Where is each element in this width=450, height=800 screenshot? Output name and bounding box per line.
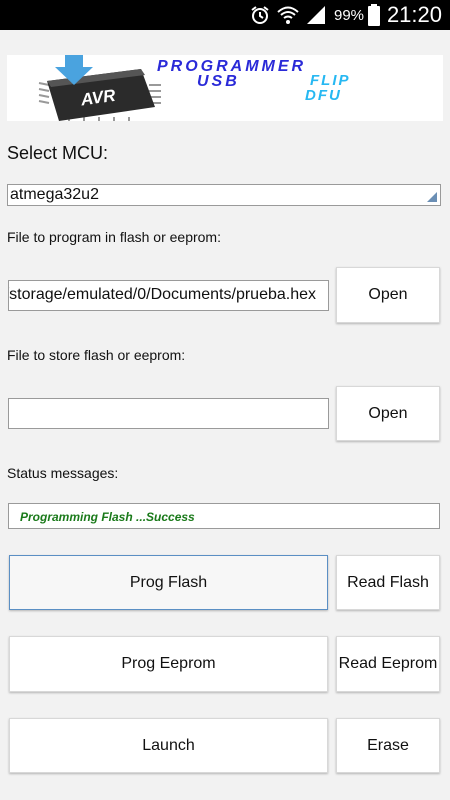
alarm-clock-icon — [250, 5, 270, 30]
app-banner: AVR PROGRAMMER USB FLIP DFU — [7, 55, 443, 121]
read-flash-button[interactable]: Read Flash — [336, 555, 440, 610]
chip-label: AVR — [79, 86, 118, 110]
status-messages-label: Status messages: — [7, 465, 119, 481]
status-message-text: Programming Flash ...Success — [20, 510, 195, 524]
program-file-value: /storage/emulated/0/Documents/prueba.hex — [8, 286, 316, 303]
select-mcu-label: Select MCU: — [7, 143, 109, 163]
launch-button[interactable]: Launch — [9, 718, 328, 773]
mcu-select-value: atmega32u2 — [10, 186, 99, 203]
signal-icon — [306, 5, 326, 30]
dropdown-arrow-icon — [427, 192, 437, 202]
read-eeprom-button[interactable]: Read Eeprom — [336, 636, 440, 692]
store-file-label: File to store flash or eeprom: — [7, 347, 186, 363]
store-file-input[interactable] — [8, 398, 329, 429]
program-file-label: File to program in flash or eeprom: — [7, 229, 221, 245]
avr-chip-icon: AVR — [29, 55, 169, 121]
open-program-file-button[interactable]: Open — [336, 267, 440, 323]
banner-title: PROGRAMMER — [157, 58, 307, 75]
banner-flip: FLIP — [310, 72, 351, 89]
prog-flash-button[interactable]: Prog Flash — [9, 555, 328, 610]
status-bar: 99% 21:20 — [0, 0, 450, 30]
program-file-input[interactable]: /storage/emulated/0/Documents/prueba.hex — [8, 280, 329, 311]
erase-button[interactable]: Erase — [336, 718, 440, 773]
battery-icon — [368, 4, 380, 31]
clock-time: 21:20 — [386, 2, 442, 27]
wifi-icon — [277, 5, 299, 30]
status-message-box: Programming Flash ...Success — [8, 503, 440, 529]
mcu-select[interactable]: atmega32u2 — [7, 184, 441, 206]
banner-usb: USB — [197, 73, 240, 90]
banner-dfu: DFU — [305, 87, 342, 104]
battery-percent: 99% — [334, 7, 365, 24]
open-store-file-button[interactable]: Open — [336, 386, 440, 441]
prog-eeprom-button[interactable]: Prog Eeprom — [9, 636, 328, 692]
